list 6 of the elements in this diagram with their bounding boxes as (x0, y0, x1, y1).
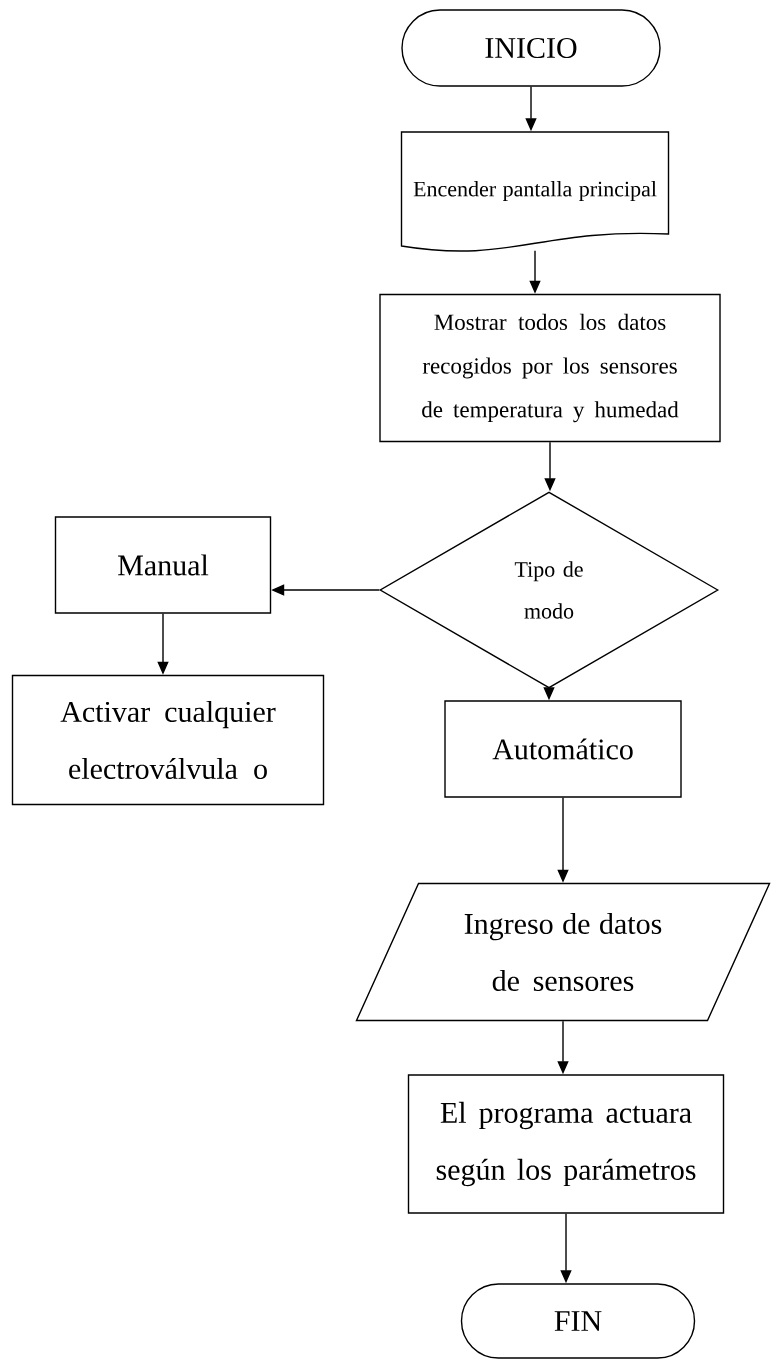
process-box: Activar cualquier electroválvula o (11, 674, 325, 806)
process-box: Automático (444, 700, 682, 798)
data-parallelogram: Ingreso de datos de sensores (355, 882, 771, 1022)
process-box: Mostrar todos los datos recogidos por los sensores de temperatura y humedad (379, 293, 721, 443)
process-box: Manual (54, 516, 272, 614)
process-box: El programa actuara según los parámetros (407, 1074, 725, 1214)
